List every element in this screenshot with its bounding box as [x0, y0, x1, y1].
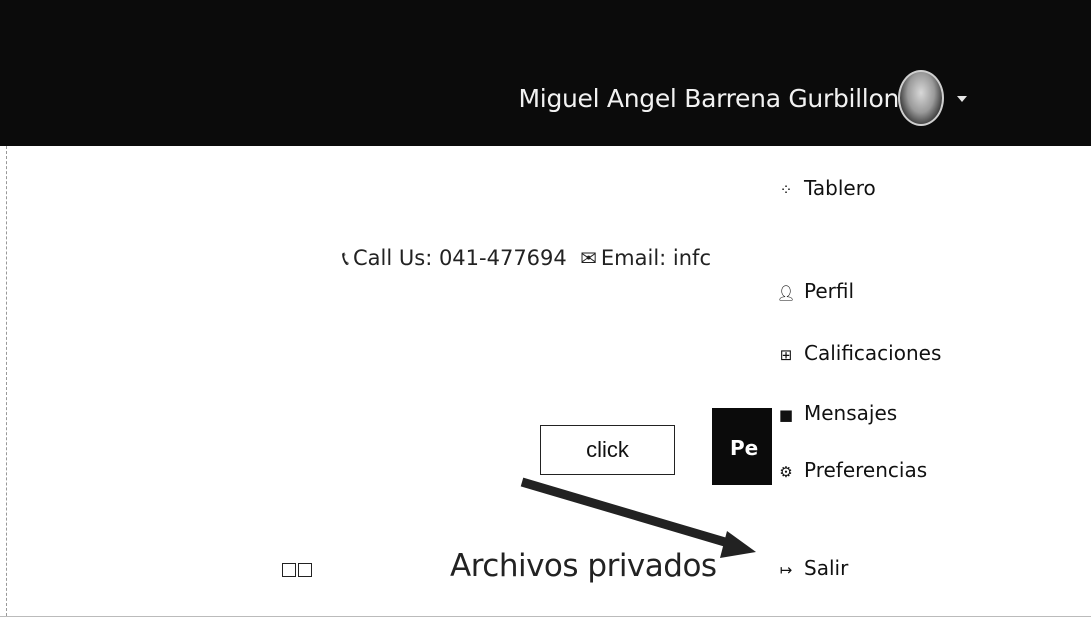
menu-item-label: Tablero [804, 176, 876, 200]
menu-item-calificaciones[interactable]: ⊞ Calificaciones [776, 341, 942, 365]
grades-icon: ⊞ [779, 346, 793, 364]
email-text: Email: infc [600, 246, 711, 270]
page-edge-divider [6, 146, 7, 616]
folder-icon [298, 563, 312, 577]
file-icon [282, 563, 296, 577]
user-dropdown-menu: ⁘ Tablero 👤︎ Perfil ⊞ Calificaciones ■ Mensa… [772, 146, 1091, 616]
bottom-divider [0, 616, 1091, 617]
phone-text: Call Us: 041-477694 [353, 246, 567, 270]
contact-info: 📞︎Call Us: 041-477694 ✉Email: infc [342, 246, 790, 270]
menu-item-mensajes[interactable]: ■ Mensajes [776, 401, 897, 425]
user-menu-name[interactable]: Miguel Angel Barrena Gurbillon [518, 84, 900, 113]
chat-icon: ■ [778, 406, 794, 424]
click-callout: click [540, 425, 675, 475]
menu-item-label: Salir [804, 556, 849, 580]
menu-item-label: Calificaciones [804, 341, 942, 365]
chevron-down-icon[interactable] [957, 96, 967, 102]
menu-item-preferencias[interactable]: ⚙ Preferencias [776, 458, 927, 482]
gear-icon: ⚙ [779, 463, 793, 481]
envelope-icon: ✉ [580, 246, 597, 270]
menu-item-label: Perfil [804, 279, 855, 303]
callout-text: click [586, 437, 629, 462]
partial-dark-button-label: Pe [730, 436, 759, 460]
user-icon: 👤︎ [776, 284, 796, 302]
phone-icon: 📞︎ [342, 246, 349, 270]
menu-item-salir[interactable]: ↦ Salir [776, 556, 849, 580]
logout-icon: ↦ [779, 561, 793, 579]
menu-item-tablero[interactable]: ⁘ Tablero [776, 176, 876, 200]
file-icons [282, 562, 314, 578]
menu-item-label: Mensajes [804, 401, 898, 425]
top-navbar: Miguel Angel Barrena Gurbillon [0, 0, 1091, 146]
private-files-heading[interactable]: Archivos privados [450, 548, 717, 584]
dashboard-icon: ⁘ [779, 181, 793, 199]
partial-dark-button[interactable]: Pe [712, 408, 772, 485]
menu-item-perfil[interactable]: 👤︎ Perfil [776, 279, 854, 303]
user-avatar[interactable] [898, 70, 944, 126]
menu-item-label: Preferencias [804, 458, 928, 482]
